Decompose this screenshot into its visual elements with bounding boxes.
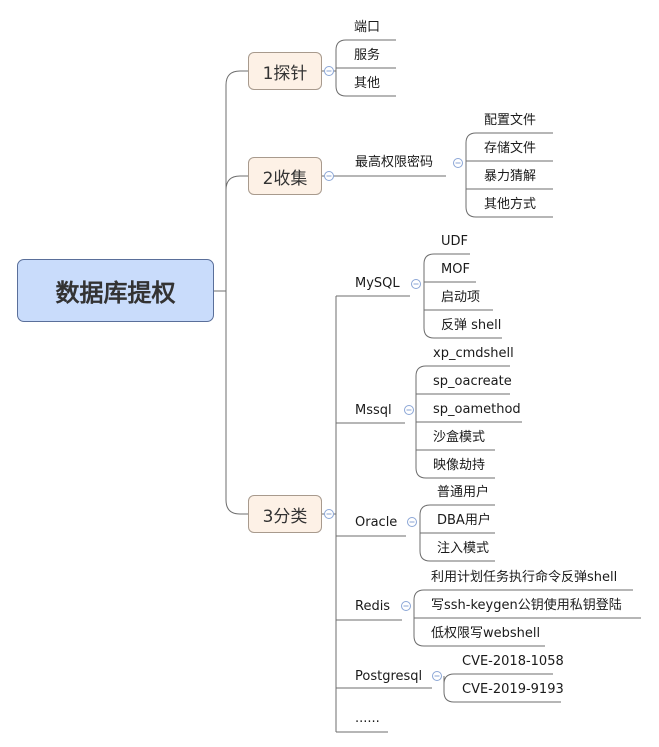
mysql-topic[interactable]: MySQL [355, 276, 400, 291]
mssql-topic[interactable]: Mssql [355, 403, 392, 418]
oracle-item[interactable]: 普通用户 [437, 485, 490, 500]
mssql-item[interactable]: 沙盒模式 [433, 430, 486, 445]
postgresql-item[interactable]: CVE-2019-9193 [462, 682, 564, 697]
root-topic[interactable]: 数据库提权 [17, 259, 214, 322]
password-item[interactable]: 暴力猜解 [484, 169, 537, 184]
oracle-item[interactable]: DBA用户 [437, 513, 491, 528]
postgresql-topic[interactable]: Postgresql [355, 669, 423, 684]
redis-item[interactable]: 写ssh-keygen公钥使用私钥登陆 [431, 598, 622, 613]
postgresql-item[interactable]: CVE-2018-1058 [462, 654, 564, 669]
mssql-item[interactable]: xp_cmdshell [433, 346, 514, 361]
classify-topic[interactable]: 3分类 [248, 495, 322, 533]
redis-item[interactable]: 低权限写webshell [431, 626, 541, 641]
collect-topic[interactable]: 2收集 [248, 157, 322, 195]
password-item[interactable]: 配置文件 [484, 113, 537, 128]
mssql-item[interactable]: 映像劫持 [433, 458, 486, 473]
mysql-item[interactable]: MOF [441, 262, 470, 277]
mysql-item[interactable]: 启动项 [441, 290, 481, 305]
mysql-item[interactable]: UDF [441, 234, 469, 249]
oracle-topic[interactable]: Oracle [355, 515, 398, 530]
mssql-item[interactable]: sp_oacreate [433, 374, 512, 389]
oracle-item[interactable]: 注入模式 [437, 541, 490, 556]
password-item[interactable]: 其他方式 [484, 197, 537, 212]
mysql-item[interactable]: 反弹 shell [441, 318, 502, 333]
mssql-item[interactable]: sp_oamethod [433, 402, 521, 417]
password-item[interactable]: 存储文件 [484, 141, 537, 156]
probe-item[interactable]: 其他 [354, 76, 381, 91]
probe-topic[interactable]: 1探针 [248, 52, 322, 90]
probe-item[interactable]: 服务 [354, 48, 381, 63]
more-topic[interactable]: ...... [355, 711, 380, 726]
password-topic[interactable]: 最高权限密码 [355, 155, 434, 170]
redis-item[interactable]: 利用计划任务执行命令反弹shell [431, 570, 618, 585]
redis-topic[interactable]: Redis [355, 599, 391, 614]
probe-item[interactable]: 端口 [354, 20, 381, 35]
